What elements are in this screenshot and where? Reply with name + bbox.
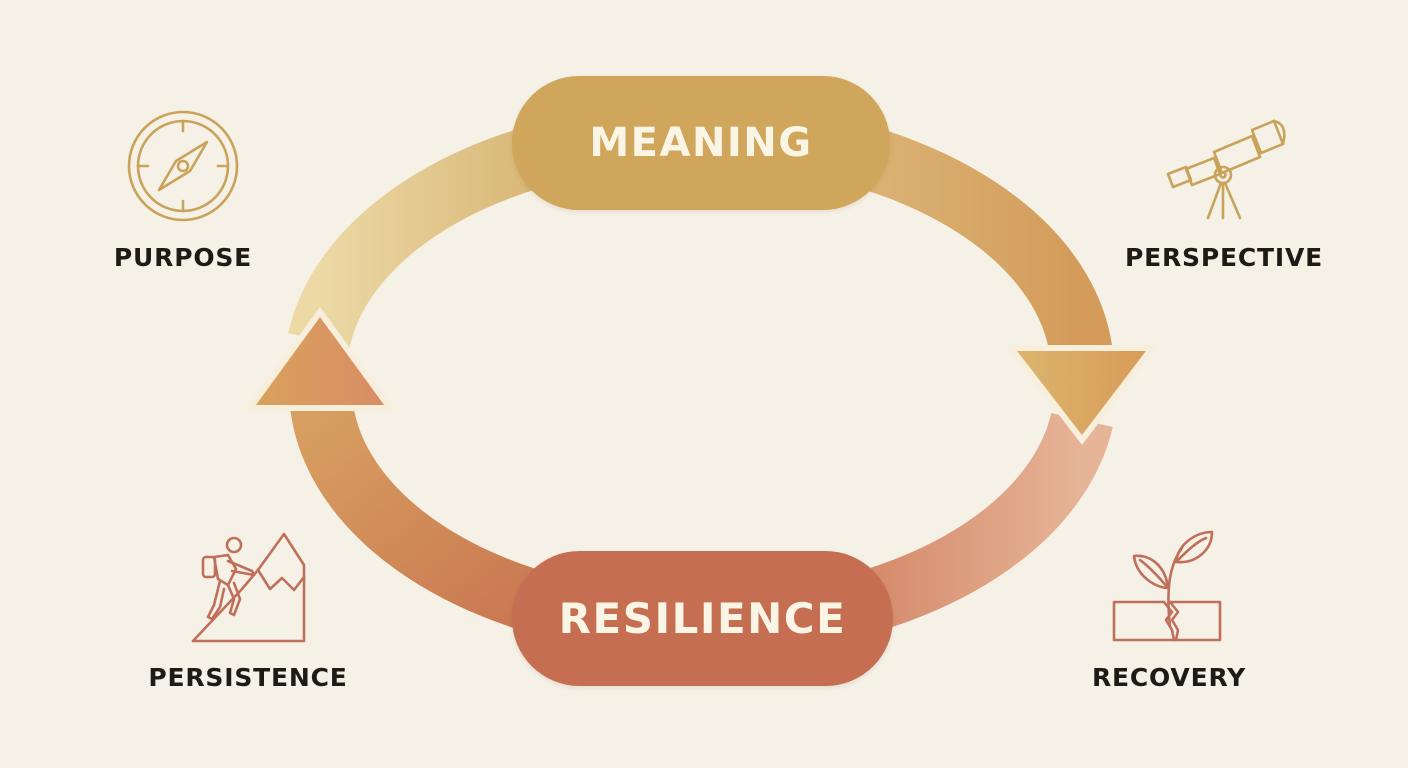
resilience-label: RESILIENCE [558, 594, 847, 643]
mountain-climber-icon [191, 532, 306, 643]
arrowhead-up-icon [244, 306, 396, 411]
meaning-node: MEANING [512, 76, 890, 210]
telescope-icon [1166, 119, 1286, 220]
meaning-label: MEANING [589, 120, 813, 166]
persistence-label: PERSISTENCE [148, 663, 348, 692]
perspective-label: PERSPECTIVE [1125, 243, 1323, 272]
compass-icon [127, 110, 239, 222]
purpose-label: PURPOSE [113, 243, 253, 272]
recovery-label: RECOVERY [1091, 663, 1247, 692]
resilience-node: RESILIENCE [512, 551, 893, 686]
sprout-through-crack-icon [1112, 530, 1222, 642]
arrowhead-down-icon [1004, 345, 1159, 445]
